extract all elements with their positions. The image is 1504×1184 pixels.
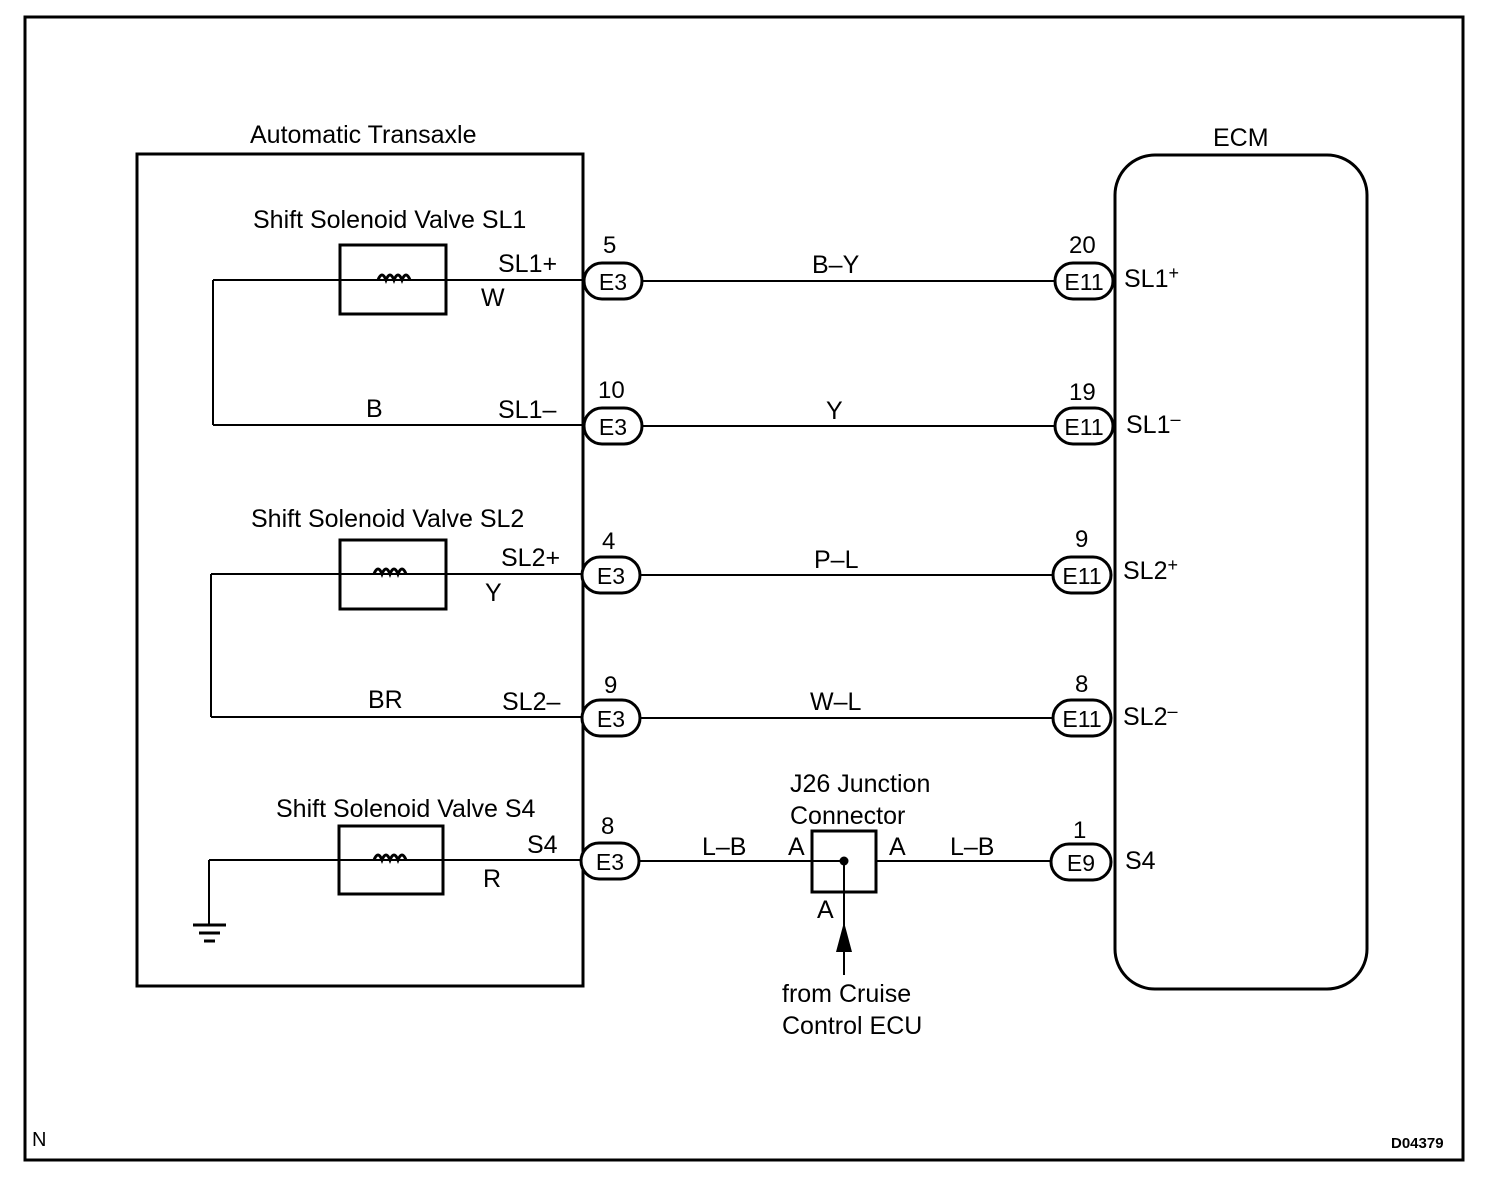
terminal-sl2-minus: SL2– <box>502 688 560 716</box>
wire-color-y: Y <box>826 397 843 425</box>
wire-color-by: B–Y <box>812 251 860 279</box>
wire-color-pl: P–L <box>814 546 859 574</box>
connector-e11-row3 <box>1051 555 1113 595</box>
pin-e11-20: 20 <box>1069 232 1096 259</box>
junction-pin-bottom: A <box>817 896 834 924</box>
source-line1: from Cruise <box>782 980 911 1008</box>
drawing-id: D04379 <box>1391 1135 1444 1152</box>
connector-e11-label-4: E11 <box>1062 706 1101 732</box>
pin-e11-9: 9 <box>1075 526 1088 553</box>
wire-color-y-sl2: Y <box>485 579 502 607</box>
junction-title-line2: Connector <box>790 802 905 830</box>
terminal-sl1-minus: SL1– <box>498 396 556 424</box>
pin-e11-8: 8 <box>1075 671 1088 698</box>
pin-e3-9: 9 <box>604 672 617 699</box>
connector-e11-row4 <box>1051 698 1113 738</box>
junction-pin-right: A <box>889 833 906 861</box>
ecm-terminal-sl2-plus: SL2+ <box>1123 555 1178 585</box>
ecm-terminal-sl1-minus: SL1– <box>1126 409 1181 439</box>
corner-mark: N <box>32 1129 46 1151</box>
pin-e3-5: 5 <box>603 232 616 259</box>
connector-e3-label-2: E3 <box>599 414 627 440</box>
connector-e9 <box>1049 842 1113 882</box>
transaxle-title: Automatic Transaxle <box>250 121 477 149</box>
pin-e3-8: 8 <box>601 813 614 840</box>
connector-e11-label-2: E11 <box>1064 414 1103 440</box>
source-line2: Control ECU <box>782 1012 922 1040</box>
terminal-sl2-plus: SL2+ <box>501 544 560 572</box>
diagram-frame <box>23 15 1465 1162</box>
connector-e3-label-4: E3 <box>597 706 625 732</box>
ground-icon <box>193 923 226 943</box>
terminal-s4: S4 <box>527 831 558 859</box>
pin-e11-19: 19 <box>1069 379 1096 406</box>
pin-e3-10: 10 <box>598 377 625 404</box>
ecm-terminal-sl2-minus: SL2– <box>1123 701 1178 731</box>
connector-e3-label-5: E3 <box>596 849 624 875</box>
wire-color-wl: W–L <box>810 688 862 716</box>
pin-e9-1: 1 <box>1073 817 1086 844</box>
solenoid-s4-title: Shift Solenoid Valve S4 <box>276 795 536 823</box>
wire-color-w: W <box>481 284 505 312</box>
terminal-sl1-plus: SL1+ <box>498 250 557 278</box>
pin-e3-4: 4 <box>602 528 615 555</box>
connector-e11-row1 <box>1053 261 1115 301</box>
connector-e11-row2 <box>1053 406 1115 446</box>
connector-e9-label: E9 <box>1067 850 1095 876</box>
wire-color-b: B <box>366 395 383 423</box>
connector-e11-label-3: E11 <box>1062 563 1101 589</box>
wire-color-r: R <box>483 865 501 893</box>
ecm-title: ECM <box>1213 124 1269 152</box>
junction-pin-left: A <box>788 833 805 861</box>
connector-e11-label-1: E11 <box>1064 269 1103 295</box>
wire-color-br: BR <box>368 686 403 714</box>
solenoid-sl2-title: Shift Solenoid Valve SL2 <box>251 505 524 533</box>
connector-e3-label-1: E3 <box>599 269 627 295</box>
connector-e3-label-3: E3 <box>597 563 625 589</box>
ecm-terminal-s4: S4 <box>1125 847 1156 875</box>
junction-title-line1: J26 Junction <box>790 770 930 798</box>
solenoid-sl1-title: Shift Solenoid Valve SL1 <box>253 206 526 234</box>
ecm-box <box>1113 153 1369 991</box>
arrow-up-icon <box>836 922 852 952</box>
wire-color-lb-left: L–B <box>702 833 746 861</box>
wire-color-lb-right: L–B <box>950 833 994 861</box>
ecm-terminal-sl1-plus: SL1+ <box>1124 263 1179 293</box>
